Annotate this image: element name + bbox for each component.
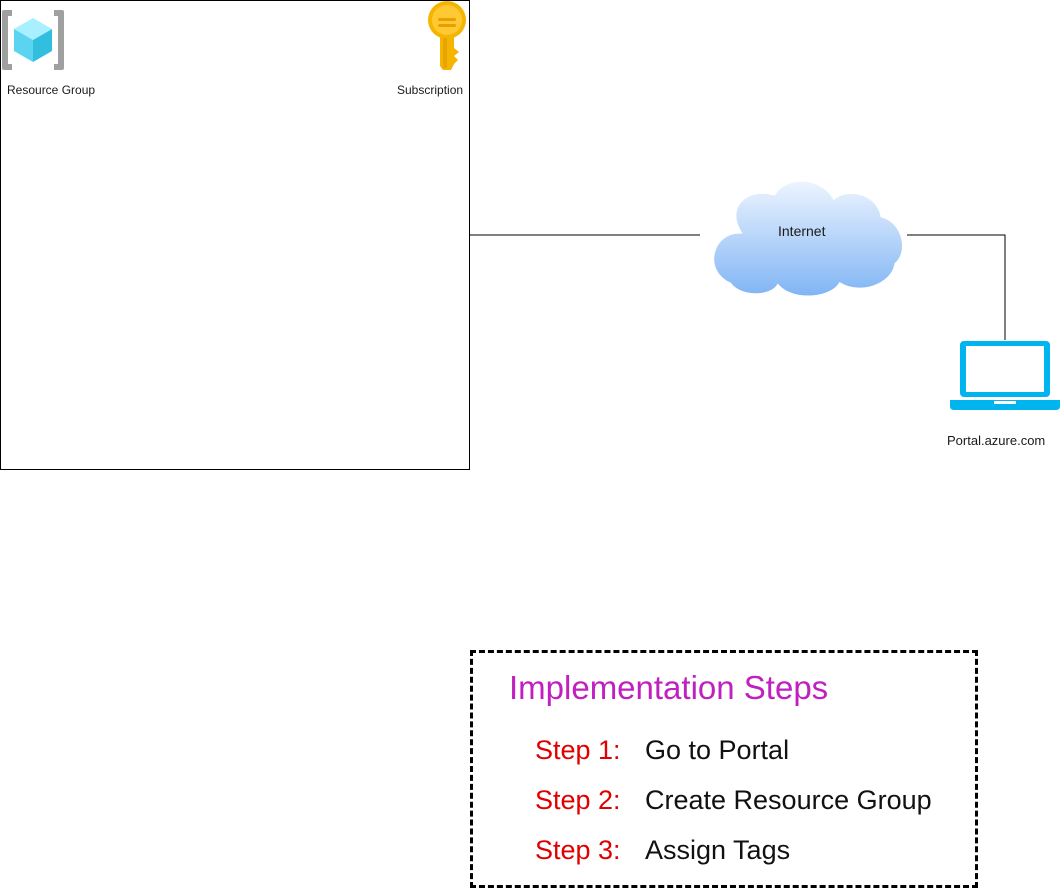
portal-label: Portal.azure.com <box>947 433 1046 448</box>
cloud-icon <box>711 178 905 298</box>
implementation-steps-box: Implementation Steps Step 1: Go to Portal… <box>470 650 978 888</box>
step-row: Step 1: Go to Portal <box>535 735 789 766</box>
step-text: Create Resource Group <box>645 785 932 815</box>
laptop-icon <box>950 341 1060 410</box>
step-number: Step 3: <box>535 835 621 865</box>
step-row: Step 3: Assign Tags <box>535 835 790 866</box>
resource-group-icon <box>2 10 64 70</box>
step-number: Step 1: <box>535 735 621 765</box>
resource-group-container[interactable] <box>0 0 470 470</box>
step-row: Step 2: Create Resource Group <box>535 785 932 816</box>
connector-internet-portal <box>907 234 1006 340</box>
step-number: Step 2: <box>535 785 621 815</box>
key-icon <box>428 1 466 70</box>
step-text: Go to Portal <box>645 735 790 765</box>
step-text: Assign Tags <box>645 835 791 865</box>
resource-group-label: Resource Group <box>7 83 96 97</box>
subscription-label: Subscription <box>397 83 464 97</box>
steps-title: Implementation Steps <box>509 669 829 706</box>
internet-label: Internet <box>778 223 826 239</box>
